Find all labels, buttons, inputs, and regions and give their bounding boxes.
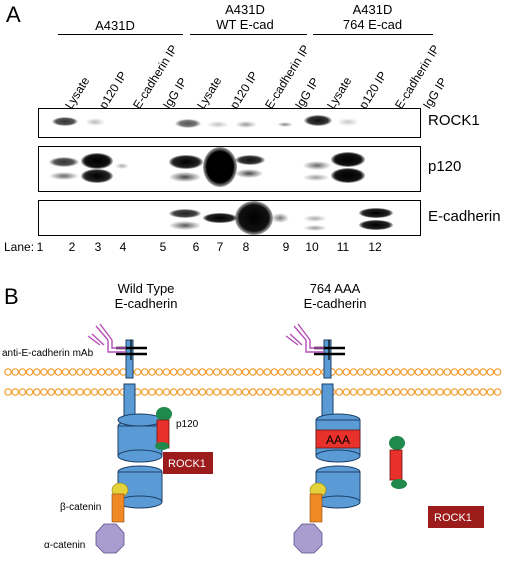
lane-header: IgG IP	[160, 75, 190, 112]
lane-number: 8	[242, 240, 250, 254]
lane-number: 12	[368, 240, 382, 254]
mut-p120-cap2-icon	[391, 479, 407, 489]
mut-antibody-icon	[285, 323, 324, 353]
lane-number: 9	[282, 240, 290, 254]
mut-title-line1: 764 AAA	[310, 281, 361, 296]
lane-number: 10	[305, 240, 319, 254]
mut-cadherin	[315, 339, 361, 509]
group-label-line: WT E-cad	[216, 17, 274, 32]
lane-number: 7	[216, 240, 224, 254]
lane-header: Lysate	[324, 74, 355, 112]
mut-beta-body	[309, 493, 323, 523]
mut-p120-cap-icon	[389, 436, 405, 450]
lane-header: Lysate	[194, 74, 225, 112]
group-underline-1	[58, 34, 183, 35]
group-label-764: A431D 764 E-cad	[310, 2, 435, 32]
schematic: Wild Type E-cadherin 764 AAA E-cadherin …	[2, 281, 502, 554]
p120-label: p120	[176, 419, 199, 430]
aaa-label: AAA	[326, 433, 350, 447]
blot-ecadherin	[38, 200, 421, 236]
wt-beta-body	[111, 493, 125, 523]
blot-label-ecadherin: E-cadherin	[428, 208, 501, 225]
mut-p120-body	[389, 449, 403, 481]
lane-number: 6	[192, 240, 200, 254]
blot-label-rock1: ROCK1	[428, 112, 480, 129]
alpha-label: α-catenin	[44, 540, 85, 551]
wt-alpha-icon	[95, 523, 125, 554]
wt-title-line1: Wild Type	[118, 281, 175, 296]
wt-rock1-box	[163, 452, 213, 474]
lane-header: IgG IP	[420, 75, 450, 112]
panel-a-letter: A	[6, 2, 21, 27]
group-label-line: A431D	[95, 18, 135, 33]
group-label-wt: A431D WT E-cad	[185, 2, 305, 32]
blot-label-p120: p120	[428, 158, 462, 175]
wt-rock1-label: ROCK1	[168, 458, 206, 470]
mut-rock1-box	[428, 506, 484, 528]
wt-junction-bars	[116, 340, 147, 360]
lane-number: 2	[68, 240, 76, 254]
mut-rock1-label: ROCK1	[434, 512, 472, 524]
group-underline-2	[190, 34, 307, 35]
mut-junction-bars	[314, 340, 345, 360]
group-underline-3	[313, 34, 433, 35]
group-label-line: 764 E-cad	[342, 17, 403, 32]
lane-number: 4	[119, 240, 127, 254]
wt-p120-cap2-icon	[155, 442, 169, 450]
lane-number: 5	[159, 240, 167, 254]
panel-b-letter: B	[4, 284, 19, 309]
group-label-line: A431D	[352, 2, 393, 17]
blot-rock1	[38, 108, 421, 138]
antibody-label: anti-E-cadherin mAb	[2, 348, 94, 359]
group-label-a431d: A431D	[60, 18, 170, 33]
wt-cadherin	[117, 339, 163, 509]
aaa-box	[315, 429, 361, 449]
lane-header: p120 IP	[356, 68, 390, 112]
lane-header: p120 IP	[227, 68, 261, 112]
lane-number: 3	[94, 240, 102, 254]
lane-number: 1	[36, 240, 44, 254]
lane-header: Lysate	[62, 74, 93, 112]
wt-title-line2: E-cadherin	[115, 296, 178, 311]
mut-alpha-icon	[293, 523, 323, 554]
lane-number: 11	[336, 240, 350, 254]
wt-antibody-icon	[87, 323, 126, 353]
beta-label: β-catenin	[60, 502, 101, 513]
membrane	[4, 368, 502, 396]
lane-prefix: Lane:	[4, 240, 35, 254]
wt-p120-cap-icon	[156, 407, 172, 421]
mut-title-line2: E-cadherin	[304, 296, 367, 311]
lane-header: p120 IP	[96, 68, 130, 112]
group-label-line: A431D	[225, 2, 265, 17]
blot-p120	[38, 146, 421, 192]
lane-header: IgG IP	[292, 75, 322, 112]
